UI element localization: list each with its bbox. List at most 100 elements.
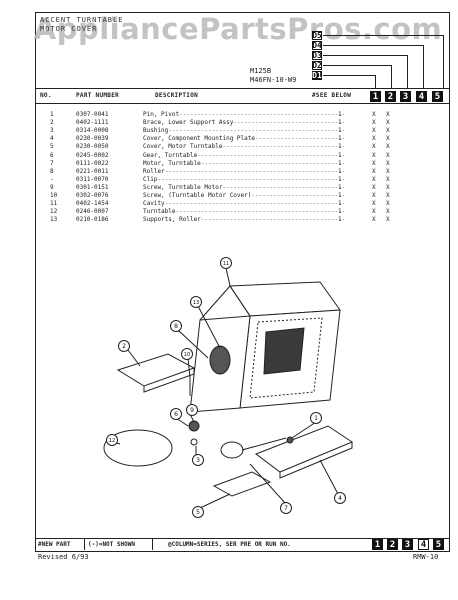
- svg-text:4: 4: [338, 495, 342, 502]
- part-number: 0314-0008: [76, 127, 109, 135]
- dot-leader: ----------------------------------: [222, 183, 346, 191]
- bracket-line-3: [323, 55, 408, 89]
- part-description: Supports, Roller------------------------…: [143, 216, 346, 224]
- col-header-see-below: #SEE BELOW: [312, 92, 352, 99]
- part-no: 12: [50, 208, 58, 216]
- cavity-opening: [263, 327, 305, 375]
- svg-text:1: 1: [314, 415, 318, 422]
- pin-head: [286, 436, 294, 444]
- footer-not-shown: (-)=NOT SHOWN: [88, 541, 135, 548]
- part-col-2: X: [386, 167, 390, 175]
- svg-text:7: 7: [284, 505, 288, 512]
- dot-leader: ----------------------------------------…: [175, 208, 346, 216]
- dot-leader: ----------------------------------------…: [168, 127, 346, 135]
- col-number-1: 1: [370, 91, 381, 102]
- leader-11: [225, 267, 231, 287]
- part-col-1: X: [372, 175, 376, 183]
- part-description: Brace, Lower Support Assy---------------…: [143, 119, 346, 127]
- parts-row: 7 0111-0022 Motor, Turntable--------------…: [0, 160, 458, 168]
- part-number: 0402-1111: [76, 119, 109, 127]
- bushing-shape: [190, 438, 198, 446]
- leader-10: [187, 357, 191, 379]
- callout-10: 10: [181, 348, 193, 360]
- diagram-drawing: [103, 267, 354, 509]
- part-number: 0111-0022: [76, 159, 109, 167]
- dot-leader: ----------------------------------------…: [197, 151, 346, 159]
- dot-leader: ----------------------------------: [222, 143, 346, 151]
- col-marker-d3: D3: [312, 51, 322, 60]
- part-col-2: X: [386, 119, 390, 127]
- part-qty: 1: [338, 111, 342, 118]
- header-rule-top: [35, 88, 449, 89]
- watermark: AppliancePartsPros.com: [33, 12, 443, 46]
- part-no: 8: [50, 167, 54, 175]
- part-no: 6: [50, 151, 54, 159]
- part-qty: 1: [338, 208, 342, 216]
- part-col-2: X: [386, 183, 390, 191]
- part-qty: 1: [338, 175, 342, 183]
- svg-text:11: 11: [223, 261, 229, 267]
- part-description: Cavity----------------------------------…: [143, 200, 346, 208]
- part-description: Motor, Turntable------------------------…: [143, 159, 346, 167]
- dot-leader: -------------------------------: [233, 119, 346, 127]
- brace-plate: [116, 353, 196, 387]
- part-col-1: X: [372, 159, 376, 167]
- part-description: Gear, Turntable-------------------------…: [143, 151, 346, 159]
- part-no: 7: [50, 159, 54, 167]
- part-number: 0311-0070: [76, 175, 109, 183]
- col-header-no: NO.: [40, 92, 52, 99]
- page-title: ACCENT TURNTABLE: [40, 16, 124, 24]
- leader-1: [291, 421, 317, 439]
- mounting-plate-edge: [279, 442, 353, 479]
- part-col-1: X: [372, 119, 376, 127]
- part-no: 3: [50, 127, 54, 135]
- bracket-line-4: [323, 45, 424, 89]
- motor-body: [220, 441, 244, 459]
- motor-cover-plate: [212, 471, 272, 497]
- brace-edge: [143, 368, 195, 393]
- col-header-description: DESCRIPTION: [155, 92, 199, 99]
- part-no: 13: [50, 216, 58, 224]
- part-no: 4: [50, 135, 54, 143]
- dot-leader: ----------------------------------------…: [179, 111, 346, 118]
- col-marker-d5: D5: [312, 31, 322, 40]
- svg-text:2: 2: [122, 343, 126, 350]
- part-number: 0402-1454: [76, 200, 109, 208]
- part-number: 0246-0007: [76, 208, 109, 216]
- part-col-1: X: [372, 216, 376, 224]
- part-col-2: X: [386, 175, 390, 183]
- col-marker-d1: D1: [312, 71, 322, 80]
- part-qty: 1: [338, 127, 342, 135]
- callout-4: 4: [334, 492, 346, 504]
- part-col-1: X: [372, 127, 376, 135]
- part-qty: 1: [338, 216, 342, 224]
- revised-date: Revised 6/93: [38, 553, 89, 561]
- svg-text:5: 5: [196, 509, 200, 516]
- callout-8: 8: [170, 320, 182, 332]
- part-description: Pin, Pivot------------------------------…: [143, 111, 346, 118]
- dot-leader: ----------------------------------------: [200, 159, 346, 167]
- callout-1: 1: [310, 412, 322, 424]
- part-no: 5: [50, 143, 54, 151]
- leader-5: [199, 493, 231, 509]
- footer-col-number-3: 3: [402, 539, 413, 550]
- svg-text:12: 12: [109, 438, 115, 444]
- leader-7: [249, 463, 287, 505]
- part-description: Roller----------------------------------…: [143, 167, 346, 175]
- footer-new-part: #NEW PART: [38, 541, 71, 548]
- callout-6: 6: [170, 408, 182, 420]
- part-description: Cover, Motor Turntable------------------…: [143, 143, 346, 151]
- footer-separator-2: [152, 538, 153, 550]
- part-no: -: [50, 175, 54, 183]
- dot-leader: ----------------------------------------…: [164, 167, 346, 175]
- part-qty: 1: [338, 119, 342, 127]
- turntable-disc: [103, 429, 173, 467]
- part-col-2: X: [386, 200, 390, 208]
